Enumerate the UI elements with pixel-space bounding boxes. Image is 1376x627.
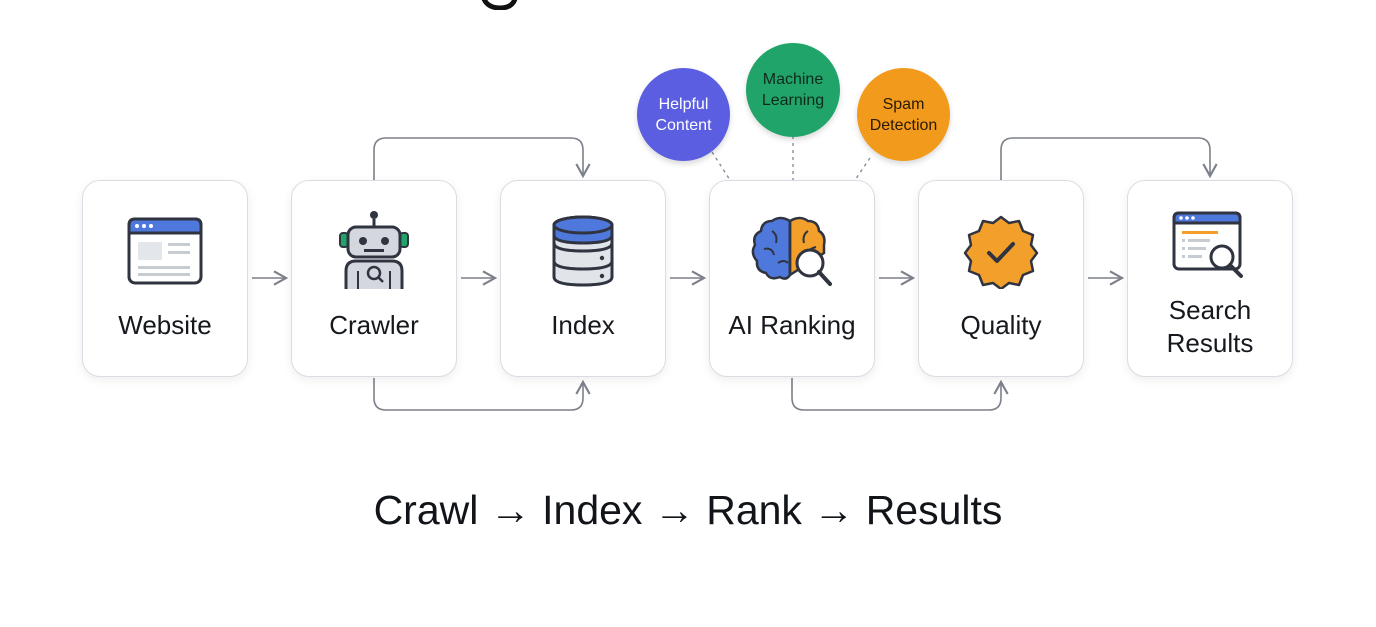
bubble-machine-learning: Machine Learning [746, 43, 840, 137]
quality-badge-icon [919, 209, 1083, 293]
dotted-link-helpful [711, 151, 731, 181]
node-index: Index [500, 180, 666, 377]
node-search-results-label: Search Results [1166, 295, 1254, 358]
node-website-label: Website [118, 310, 212, 340]
clipped-title-fragment [470, 0, 530, 10]
node-quality-label: Quality [960, 310, 1042, 340]
browser-window-icon [83, 209, 247, 293]
search-results-icon [1128, 203, 1292, 287]
bubble-spam-detection: Spam Detection [857, 68, 950, 161]
node-ai-ranking: AI Ranking [709, 180, 875, 377]
loop-quality-results-top [1000, 137, 1218, 180]
brain-search-icon [710, 209, 874, 293]
bubble-helpful-content: Helpful Content [637, 68, 730, 161]
node-crawler: Crawler [291, 180, 457, 377]
dotted-link-spam [854, 157, 871, 181]
node-index-label: Index [551, 310, 615, 340]
bubble-machine-learning-label: Machine Learning [761, 71, 825, 109]
loop-crawler-index-bottom [373, 378, 591, 411]
node-crawler-label: Crawler [329, 310, 419, 340]
robot-icon [292, 209, 456, 293]
bubble-spam-detection-label: Spam Detection [869, 95, 938, 134]
node-quality: Quality [918, 180, 1084, 377]
loop-crawler-index-top [373, 137, 591, 180]
database-icon [501, 209, 665, 293]
bubble-helpful-content-label: Helpful Content [655, 95, 712, 134]
node-website: Website [82, 180, 248, 377]
node-ai-ranking-label: AI Ranking [728, 310, 856, 340]
loop-ranking-quality-bottom [791, 378, 1009, 411]
pipeline-summary-caption: Crawl → Index → Rank → Results [373, 487, 1003, 533]
node-search-results: Search Results [1127, 180, 1293, 377]
